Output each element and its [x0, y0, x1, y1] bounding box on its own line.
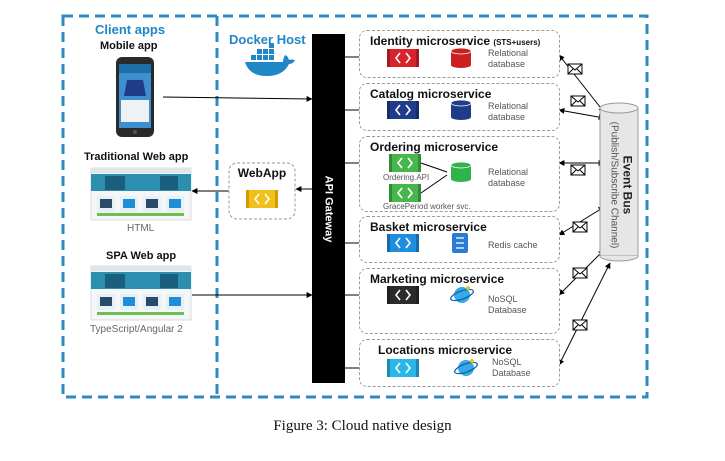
event-bus-label-wrap: Event Bus (Publish/Subscribe Channel)	[602, 100, 638, 270]
client-apps-title: Client apps	[95, 22, 166, 37]
envelope-icon	[572, 221, 588, 233]
locations-nosql-icon	[454, 359, 478, 376]
store-label-line: NoSQL	[488, 294, 518, 304]
envelope-icon	[572, 267, 588, 279]
redis-cache-icon	[452, 233, 468, 253]
store-label-line: database	[488, 59, 526, 69]
identity-container-icon	[387, 49, 419, 67]
figure-caption: Figure 3: Cloud native design	[273, 418, 452, 434]
store-label-line: Relational	[488, 101, 529, 111]
spa-web-app-label: SPA Web app	[106, 250, 177, 262]
marketing-container-icon	[387, 286, 419, 304]
store-label-line: database	[488, 112, 526, 122]
service-name: Identity microservice	[370, 34, 491, 48]
envelope-icon	[570, 164, 586, 176]
outer-frame	[61, 14, 649, 399]
ordering-api-link	[420, 162, 448, 173]
graceperiod-link	[420, 174, 448, 194]
store-label-line: NoSQL	[492, 357, 522, 367]
traditional-web-app-label: Traditional Web app	[84, 151, 189, 163]
service-note: (STS+users)	[493, 38, 541, 47]
webapp-container-icon	[246, 190, 278, 208]
event-bus-cylinder	[599, 102, 639, 262]
envelope-icon	[567, 63, 583, 75]
store-label-line: Redis cache	[488, 240, 538, 250]
catalog-container-icon	[387, 101, 419, 119]
ordering-api-container-icon	[389, 154, 421, 172]
mobile-app-label: Mobile app	[100, 40, 158, 52]
spa-web-screenshot	[90, 265, 192, 321]
service-name: Ordering microservice	[370, 140, 499, 154]
graceperiod-container-icon	[389, 184, 421, 202]
envelope-icon	[572, 319, 588, 331]
store-label-line: Database	[488, 305, 527, 315]
envelope-icon	[570, 95, 586, 107]
ordering-database-icon	[450, 161, 472, 182]
catalog-database-icon	[450, 99, 472, 120]
store-label-line: Relational	[488, 48, 529, 58]
event-bus-title: Event Bus	[620, 155, 635, 215]
store-label-line: Relational	[488, 167, 529, 177]
service-name: Catalog microservice	[370, 87, 492, 101]
identity-database-icon	[450, 47, 472, 68]
graceperiod-label: GracePeriod worker svc.	[383, 202, 471, 211]
webapp-label: WebApp	[237, 166, 287, 180]
basket-container-icon	[387, 234, 419, 252]
envelope-icons	[567, 63, 588, 331]
mobile-to-gateway-arrow	[162, 95, 313, 102]
docker-host-title: Docker Host	[229, 32, 306, 47]
docker-whale-icon	[245, 43, 295, 76]
traditional-web-screenshot	[90, 167, 192, 221]
service-name: Locations microservice	[378, 343, 513, 357]
traditional-web-tech: HTML	[127, 223, 155, 234]
service-name: Marketing microservice	[370, 272, 505, 286]
marketing-nosql-icon	[450, 286, 474, 303]
event-bus-subtitle: (Publish/Subscribe Channel)	[608, 121, 620, 249]
ordering-api-label: Ordering.API	[383, 173, 430, 182]
api-gateway-bar	[312, 34, 345, 383]
service-name: Basket microservice	[370, 220, 487, 234]
store-label-line: Database	[492, 368, 531, 378]
spa-web-tech: TypeScript/Angular 2	[90, 324, 183, 335]
store-label-line: database	[488, 178, 526, 188]
mobile-phone-icon	[116, 57, 154, 137]
locations-container-icon	[387, 359, 419, 377]
